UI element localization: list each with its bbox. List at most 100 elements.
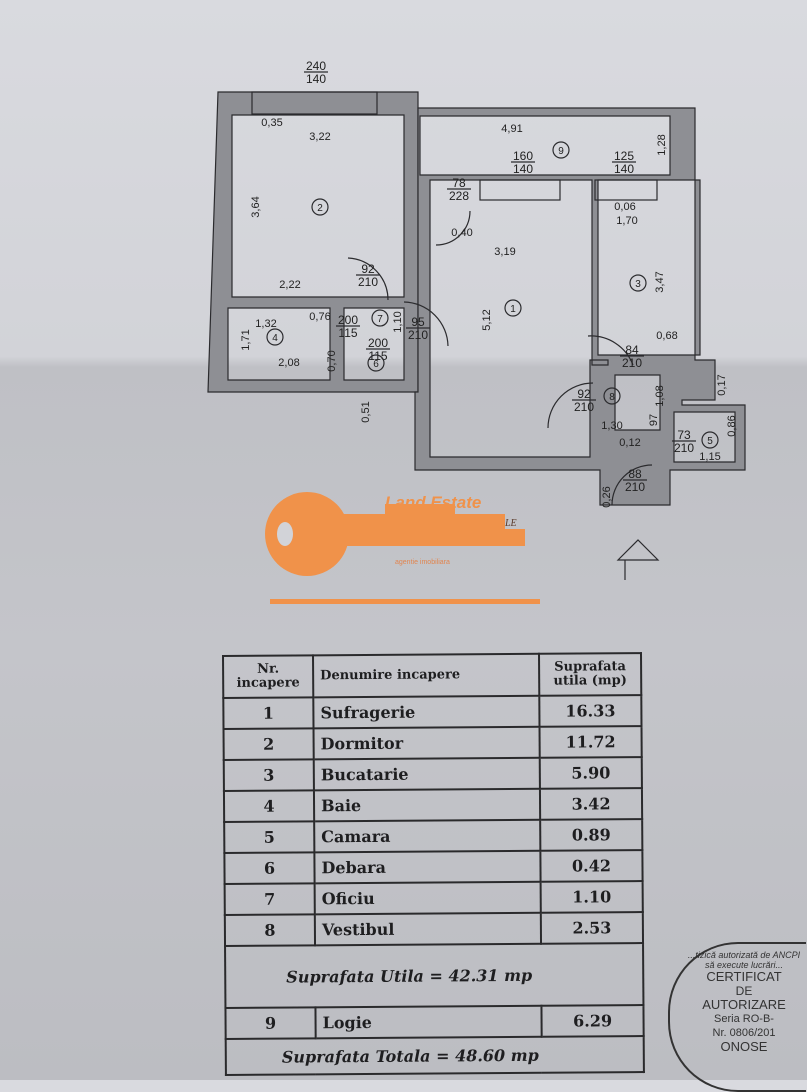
stamp-line: ONOSE: [720, 1039, 768, 1054]
logo-monogram: LE: [504, 518, 517, 529]
stamp-line: Nr. 0806/201: [712, 1027, 776, 1039]
header-area: Suprafata utila (mp): [538, 653, 642, 696]
dimension-label: 0,76: [309, 311, 330, 323]
table-header: Nr. incapere Denumire incapere Suprafata…: [223, 653, 642, 698]
opening-width: 200: [368, 336, 388, 350]
room-number-circle: [311, 198, 329, 216]
subtotal: Suprafata Utila = 42.31 mp: [225, 943, 644, 1008]
total: Suprafata Totala = 48.60 mp: [225, 1036, 644, 1075]
row-area: 2.53: [540, 912, 644, 944]
logo-tagline: agentie imobiliara: [395, 559, 450, 566]
row-name: Debara: [314, 850, 541, 884]
room-number-circle: [266, 328, 284, 346]
dimension-label: 0,40: [451, 227, 472, 239]
opening-width: 92: [577, 387, 591, 401]
room-number: 3: [635, 279, 641, 290]
row-area: 16.33: [539, 695, 642, 727]
opening-height: 140: [306, 72, 326, 86]
dimension-label: 1,70: [616, 215, 637, 227]
room-area-table: Nr. incapere Denumire incapere Suprafata…: [222, 652, 645, 1076]
dimension-label: 1,15: [699, 451, 720, 463]
row-name: Sufragerie: [313, 695, 540, 729]
dimension-label: 0,70: [326, 350, 338, 371]
row-area: 0.42: [540, 850, 643, 882]
opening-width: 73: [677, 428, 691, 442]
row-nr: 8: [224, 914, 316, 946]
opening-width: 78: [452, 176, 466, 190]
dimension-label: 97: [648, 414, 660, 426]
row-area: 11.72: [539, 726, 642, 758]
dimension-label: 0,51: [360, 401, 372, 422]
row-nr: 5: [224, 821, 315, 853]
dimension-label: 0,06: [614, 201, 635, 213]
logo-brand: Land Estate: [385, 493, 481, 512]
dimension-label: 2,08: [278, 357, 299, 369]
header-name: Denumire incapere: [313, 653, 540, 698]
row-area: 6.29: [541, 1005, 644, 1037]
opening-width: 160: [513, 149, 533, 163]
dimension-label: 1,30: [601, 420, 622, 432]
opening-width: 125: [614, 149, 634, 163]
room-number: 8: [609, 392, 615, 403]
doors: [347, 210, 660, 580]
dimension-label: 0,35: [261, 117, 282, 129]
opening-width: 84: [625, 343, 639, 357]
opening-height: 210: [674, 441, 694, 455]
opening-width: 200: [338, 313, 358, 327]
authorization-stamp: ...tizică autorizată de ANCPI să execute…: [668, 942, 806, 1092]
row-name: Logie: [315, 1005, 542, 1039]
opening-height: 140: [513, 162, 533, 176]
room-number: 4: [272, 333, 278, 344]
room-number-circle: [629, 274, 647, 292]
total-row: Suprafata Totala = 48.60 mp: [225, 1036, 644, 1075]
dimension-label: 3,64: [250, 196, 262, 217]
opening-height: 228: [449, 189, 469, 203]
opening-width: 95: [411, 315, 425, 329]
room-number-circle: [701, 431, 719, 449]
subtotal-row: Suprafata Utila = 42.31 mp: [225, 943, 644, 1008]
row-area: 0.89: [540, 819, 643, 851]
land-estate-logo: Land Estate LE agentie imobiliara: [265, 492, 540, 604]
dimension-label: 1,10: [392, 311, 404, 332]
row-name: Dormitor: [313, 726, 540, 760]
dimension-label: 0,12: [619, 437, 640, 449]
dimension-label: 1,28: [656, 134, 668, 155]
stamp-line: AUTORIZARE: [702, 997, 786, 1012]
dimension-label: 1,08: [654, 385, 666, 406]
row-nr: 1: [223, 697, 314, 729]
stamp-line: Seria RO-B-: [714, 1013, 774, 1025]
row-nr: 2: [223, 728, 314, 760]
room-number-circle: [552, 141, 570, 159]
opening-width: 240: [306, 59, 326, 73]
stamp-line: CERTIFICAT: [706, 969, 782, 984]
row-nr: 7: [224, 883, 315, 915]
room-number: 6: [373, 359, 379, 370]
row-name: Oficiu: [314, 881, 541, 915]
row-name: Bucatarie: [313, 757, 540, 791]
opening-height: 115: [338, 326, 357, 340]
row-area: 5.90: [539, 757, 642, 789]
opening-height: 140: [614, 162, 634, 176]
dimension-label: 1,32: [255, 318, 276, 330]
dimension-label: 1,71: [240, 329, 252, 350]
opening-width: 88: [628, 467, 642, 481]
room-number: 9: [558, 146, 564, 157]
row-name: Vestibul: [314, 912, 542, 946]
row-nr: 4: [223, 790, 315, 822]
row-nr: 9: [225, 1007, 316, 1039]
room-number: 2: [317, 203, 323, 214]
room-number-circle: [504, 299, 522, 317]
dimension-label: 3,19: [494, 246, 515, 258]
room-number-circle: [603, 387, 621, 405]
row-name: Camara: [314, 819, 541, 853]
header-nr: Nr. incapere: [223, 655, 314, 698]
dimension-label: 2,22: [279, 279, 300, 291]
room-number-circle: [371, 309, 389, 327]
room-number: 5: [707, 436, 713, 447]
row-nr: 6: [224, 852, 315, 884]
